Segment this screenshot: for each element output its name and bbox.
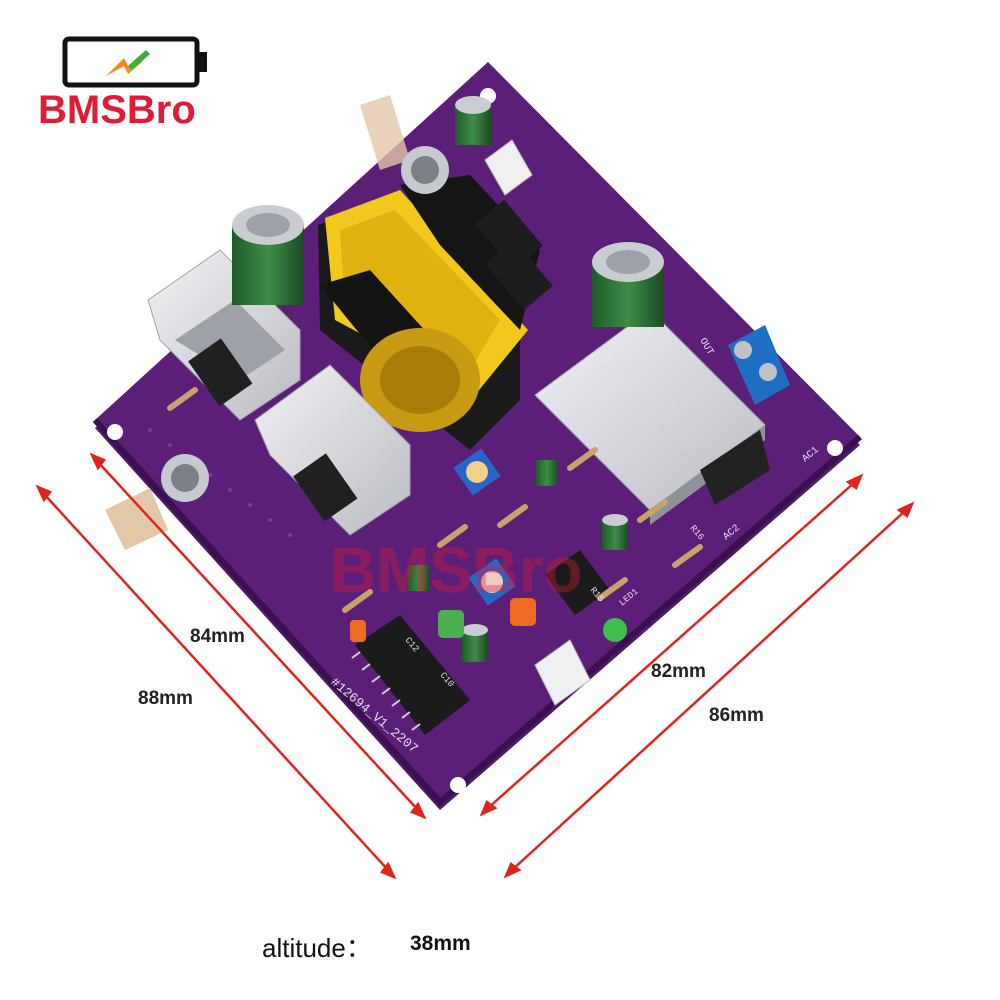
- brand-watermark: BMSBro: [330, 534, 582, 606]
- arrow-outer-right: [503, 501, 915, 879]
- altitude-value: 38mm: [410, 932, 471, 955]
- rectifier-diodes: [475, 199, 553, 311]
- battery-post-left: [105, 454, 209, 550]
- heatsink-right: [534, 309, 770, 525]
- battery-lightning-icon: [62, 36, 207, 88]
- dimension-outer-right: 86mm: [709, 705, 764, 726]
- arrow-inner-left: [89, 452, 427, 820]
- dimension-outer-left: 88mm: [138, 688, 193, 709]
- arrow-outer-left: [35, 484, 397, 880]
- terminal-block-output: [728, 325, 790, 405]
- dimension-arrows: [35, 452, 915, 880]
- arrow-inner-right: [479, 473, 864, 817]
- connector-top: [484, 139, 533, 196]
- potentiometers: [453, 448, 516, 606]
- film-capacitors: [350, 598, 536, 642]
- led-green: [603, 618, 627, 642]
- resistors: [167, 387, 703, 613]
- ic-chip: [351, 550, 610, 735]
- transformer: [318, 175, 540, 450]
- battery-post-top: [360, 95, 449, 194]
- capacitors: [232, 96, 664, 662]
- dimension-inner-right: 82mm: [651, 661, 706, 682]
- brand-name: BMSBro: [38, 88, 196, 132]
- heatsink-middle: [254, 364, 411, 536]
- connector-bottom: [534, 639, 591, 706]
- altitude-label: altitude：: [262, 933, 372, 963]
- dimension-inner-left: 84mm: [190, 626, 245, 647]
